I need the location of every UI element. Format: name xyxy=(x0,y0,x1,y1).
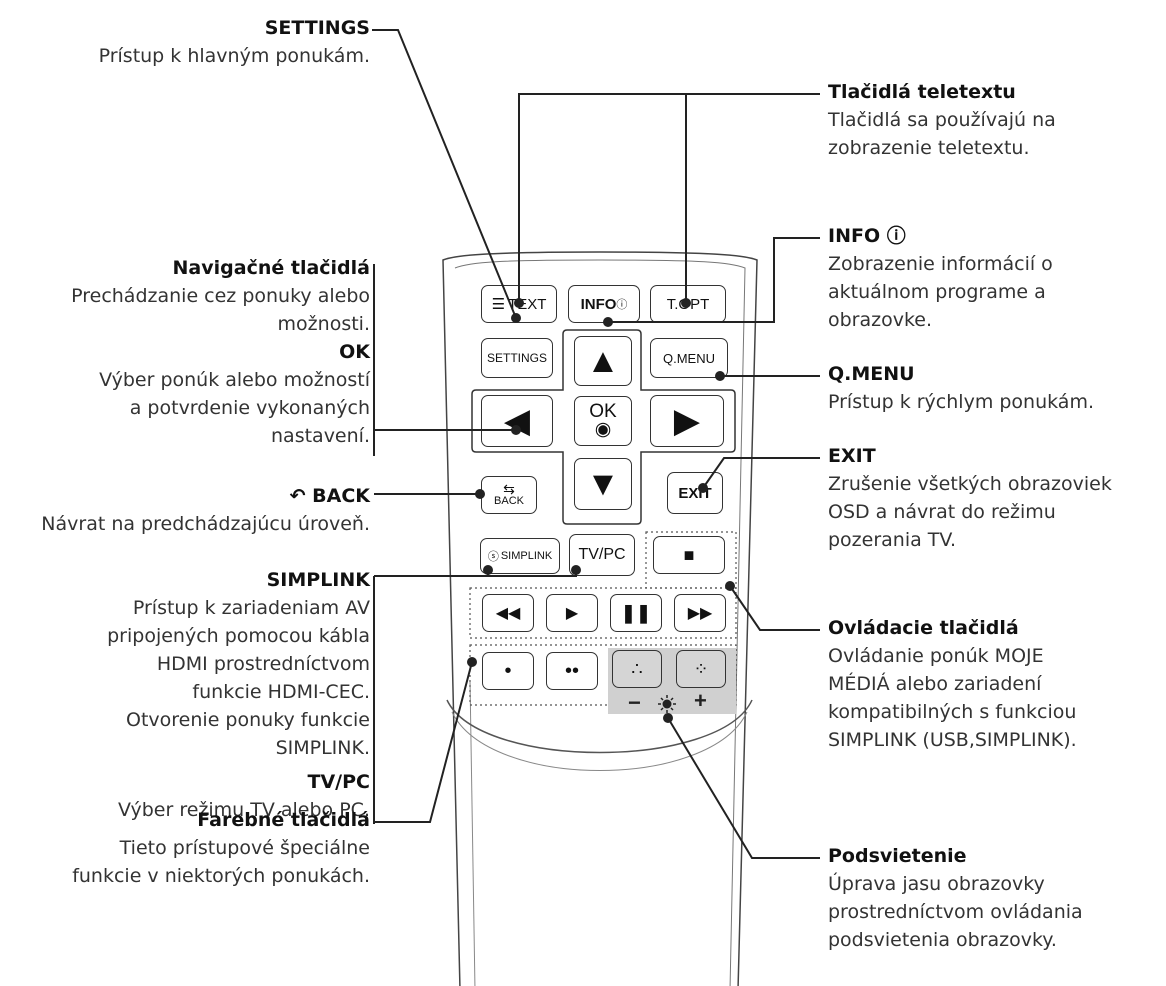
simplink-icon: ⓢ xyxy=(487,551,499,563)
red-button[interactable]: • xyxy=(482,652,534,690)
three-dot-icon: ∴ xyxy=(631,658,643,679)
ok-button[interactable]: OK◉ xyxy=(574,396,632,446)
up-arrow-icon: ▲ xyxy=(586,341,620,380)
exit-button[interactable]: EXIT xyxy=(667,472,723,514)
label-backlight: Podsvietenie Úprava jasu obrazovky prost… xyxy=(828,845,1083,951)
info-icon: ⓘ xyxy=(616,299,628,311)
label-control-buttons: Ovládacie tlačidlá Ovládanie ponúk MOJE … xyxy=(828,617,1077,751)
back-arrow-icon: ↶ xyxy=(289,485,313,507)
stop-button[interactable]: ■ xyxy=(653,536,725,574)
topt-button[interactable]: T.OPT xyxy=(650,285,726,323)
label-teletext: Tlačidlá teletextu Tlačidlá sa používajú… xyxy=(828,81,1056,159)
right-arrow-icon: ▶ xyxy=(673,402,701,440)
backlight-minus: − xyxy=(628,690,641,715)
label-back: ↶ BACK Návrat na predchádzajúcu úroveň. xyxy=(41,485,370,535)
rewind-button[interactable]: ◀◀ xyxy=(482,594,534,632)
stop-icon: ■ xyxy=(683,544,695,565)
rewind-icon: ◀◀ xyxy=(495,605,521,622)
back-button[interactable]: ⇆BACK xyxy=(481,476,537,514)
four-dot-icon: ⁘ xyxy=(693,658,709,679)
two-dot-icon: •• xyxy=(564,659,579,682)
fast-forward-icon: ▶▶ xyxy=(687,605,713,622)
tvpc-button[interactable]: TV/PC xyxy=(569,534,635,576)
yellow-button[interactable]: ∴ xyxy=(612,650,662,688)
label-exit: EXIT Zrušenie všetkých obrazoviek OSD a … xyxy=(828,445,1112,551)
label-info: INFO ⓘ Zobrazenie informácií o aktuálnom… xyxy=(828,225,1053,331)
settings-button[interactable]: SETTINGS xyxy=(481,338,553,378)
fast-forward-button[interactable]: ▶▶ xyxy=(674,594,726,632)
label-qmenu: Q.MENU Prístup k rýchlym ponukám. xyxy=(828,363,1094,413)
label-settings: SETTINGS Prístup k hlavným ponukám. xyxy=(98,17,370,67)
play-button[interactable]: ▶ xyxy=(546,594,598,632)
pause-icon: ❚❚ xyxy=(620,602,652,623)
qmenu-button[interactable]: Q.MENU xyxy=(650,338,728,378)
text-button[interactable]: ☰TEXT xyxy=(481,285,557,323)
ok-dot-icon: ◉ xyxy=(594,419,612,440)
down-arrow-button[interactable]: ▼ xyxy=(574,458,632,510)
one-dot-icon: • xyxy=(504,659,512,682)
green-button[interactable]: •• xyxy=(546,652,598,690)
back-arrow-icon: ⇆ xyxy=(503,481,515,497)
left-arrow-button[interactable]: ◀ xyxy=(481,395,553,447)
brightness-icon xyxy=(658,695,676,713)
blue-button[interactable]: ⁘ xyxy=(676,650,726,688)
left-arrow-icon: ◀ xyxy=(503,402,531,440)
backlight-plus: + xyxy=(694,688,707,713)
label-color-buttons: Farebné tlačidlá Tieto prístupové špeciá… xyxy=(72,809,370,887)
play-icon: ▶ xyxy=(565,605,579,622)
teletext-icon: ☰ xyxy=(491,296,506,313)
label-simplink: SIMPLINK Prístup k zariadeniam AV pripoj… xyxy=(107,569,370,821)
pause-button[interactable]: ❚❚ xyxy=(610,594,662,632)
right-arrow-button[interactable]: ▶ xyxy=(650,395,724,447)
label-nav: Navigačné tlačidlá Prechádzanie cez ponu… xyxy=(71,257,370,447)
up-arrow-button[interactable]: ▲ xyxy=(574,336,632,386)
down-arrow-icon: ▼ xyxy=(586,464,620,503)
